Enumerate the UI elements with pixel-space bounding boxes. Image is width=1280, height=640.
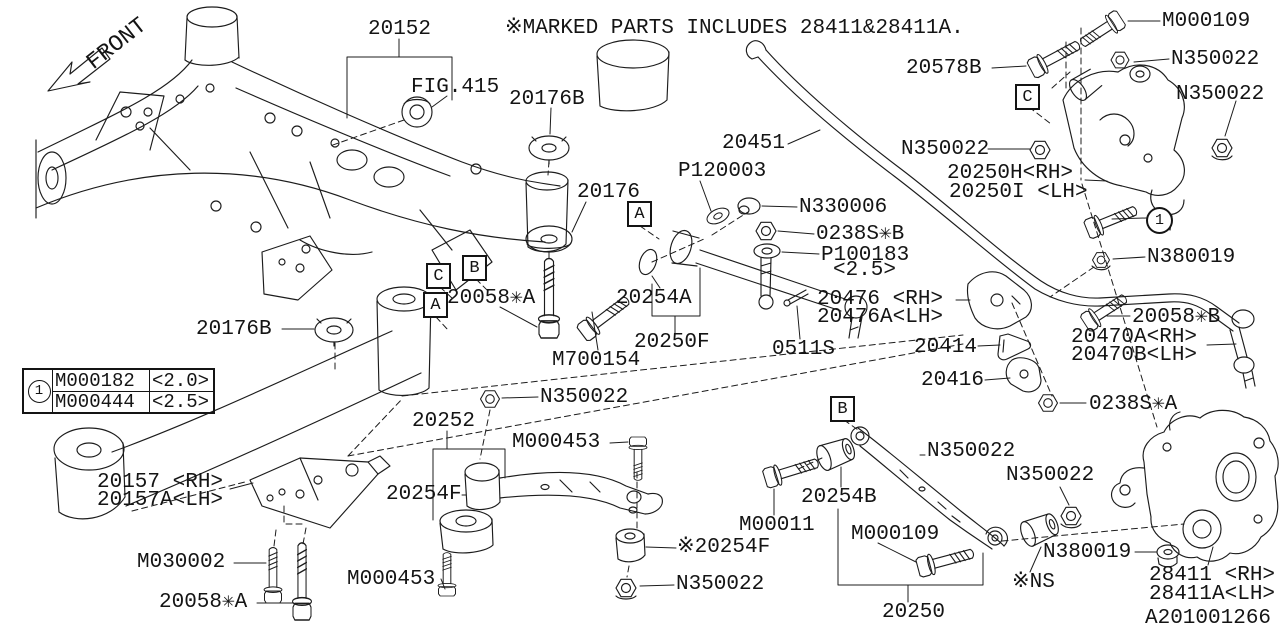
part-label-20254f: 20254F [386,483,462,506]
callout-box-b-2: B [830,396,855,422]
fastener-legend-table: 1 M000182 <2.0> M000444 <2.5> [22,368,215,414]
legend-index-cell: 1 [24,370,52,412]
part-label-n350022-arm: N350022 [901,138,990,161]
diagram-id-label: A201001266 [1145,607,1272,630]
part-label-m000453-top: M000453 [512,431,601,454]
figure-ref-label: FIG.415 [411,76,500,99]
legend-part-m000182: M000182 [52,370,149,392]
front-direction-arrow [47,47,111,92]
part-label-n350022-b1: N350022 [927,440,1016,463]
callout-box-c-2: C [1015,84,1040,110]
front-lateral-link-drawing [437,390,663,600]
part-label-20252: 20252 [412,410,476,433]
part-label-28411a: 28411A<LH> [1149,583,1276,606]
part-label-20250: 20250 [882,601,946,624]
circled-index-1: 1 [1146,207,1173,234]
part-label-p100183: P100183 [821,244,910,267]
part-label-20176: 20176 [577,181,641,204]
part-label-n330006: N330006 [799,196,888,219]
leader-lines [229,20,1237,604]
part-label-20451: 20451 [722,132,786,155]
part-label-m000109-low: M000109 [851,523,940,546]
part-label-20058a-mid: 20058✳A [447,287,536,310]
part-label-20470b: 20470B<LH> [1071,344,1198,367]
part-label-0238s-b: 0238S✳B [816,223,905,246]
part-label-20176b-left: 20176B [196,318,272,341]
part-label-20476a: 20476A<LH> [817,306,944,329]
part-label-20058a-bot: 20058✳A [159,591,248,614]
toe-link-drawing [575,197,868,343]
marked-parts-note: ※MARKED PARTS INCLUDES 28411&28411A. [505,17,964,40]
part-label-m000109-top: M000109 [1162,10,1251,33]
part-label-20254b: 20254B [801,486,877,509]
part-label-n380019-top: N380019 [1147,246,1236,269]
trailing-bracket-drawing [249,455,391,621]
legend-spec-2-5: <2.5> [149,391,213,413]
part-label-ns-20254f: ※20254F [677,536,771,559]
callout-box-a-2: A [423,292,448,318]
part-label-n350022-c1: N350022 [540,386,629,409]
part-label-20250h: 20250H<RH> [947,162,1074,185]
fig415-bushing-drawing [401,96,433,128]
part-label-m00011: M00011 [739,514,815,537]
rear-lateral-link-drawing [761,426,1180,579]
part-label-n350022-tr1: N350022 [1171,48,1260,71]
part-label-m000453-bot: M000453 [347,568,436,591]
part-label-20416: 20416 [921,369,985,392]
part-label-20250i: 20250I <LH> [949,181,1088,204]
part-label-20254a: 20254A [616,287,692,310]
rear-knuckle-drawing [1111,409,1279,562]
part-label-20250f: 20250F [634,331,710,354]
callout-box-b-1: B [462,255,487,281]
part-label-20578b: 20578B [906,57,982,80]
dashed-construction-lines [131,27,1185,578]
part-label-n380019-bot: N380019 [1043,541,1132,564]
legend-part-m000444: M000444 [52,391,149,413]
part-label-20058b: 20058✳B [1132,306,1221,329]
part-label-20414: 20414 [914,336,978,359]
callout-box-c-1: C [426,263,451,289]
part-label-20157: 20157 <RH> [97,471,224,494]
part-label-m700154: M700154 [552,349,641,372]
part-label-0238s-a: 0238S✳A [1089,393,1178,416]
legend-spec-2-0: <2.0> [149,370,213,392]
part-label-0511s: 0511S [772,338,836,361]
part-label-n350022-c2: N350022 [676,573,765,596]
part-label-20176b-top: 20176B [509,88,585,111]
part-label-n350022-tr2: N350022 [1176,83,1265,106]
stabilizer-bar-drawing [745,40,1256,412]
part-label-20476: 20476 <RH> [817,288,944,311]
legend-circled-1: 1 [27,379,51,403]
part-label-20152: 20152 [368,18,432,41]
part-label-20157a: 20157A<LH> [97,489,224,512]
subframe-drawing [35,6,670,520]
callout-box-a-1: A [627,201,652,227]
part-label-m030002: M030002 [137,551,226,574]
upper-arm-drawing [1025,8,1233,271]
part-label-20470a: 20470A<RH> [1071,326,1198,349]
part-label-n350022-b2: N350022 [1006,464,1095,487]
ns-mark-label: ※NS [1012,571,1055,594]
spec-label-2-5: <2.5> [833,259,897,282]
part-label-p120003: P120003 [678,160,767,183]
part-label-28411: 28411 <RH> [1149,564,1276,587]
